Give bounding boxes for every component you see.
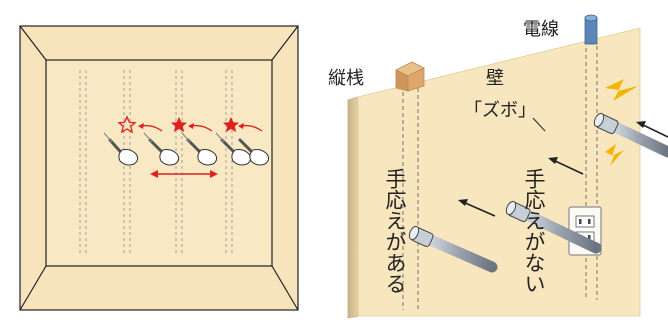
probe-hand-4: [215, 132, 252, 166]
corner-line-tr: [271, 25, 299, 61]
right-wall-diagram: 縦桟 電線 壁 「ズボ」 手応えがある 手応えがない: [328, 14, 668, 319]
corner-line-br: [271, 265, 299, 311]
stud-block: [395, 61, 425, 92]
response-no-label: 手応えがない: [522, 168, 546, 294]
sound-pointer: [532, 117, 546, 132]
probe-hand-5: [238, 138, 270, 166]
spark-icon: [605, 79, 638, 166]
probe-tool-1: [408, 225, 498, 273]
wire-label: 電線: [523, 19, 559, 40]
probe-hand-2: [143, 132, 180, 166]
star-filled-icon: [171, 117, 187, 132]
wall-edge: [347, 96, 359, 319]
wall-label: 壁: [486, 68, 504, 89]
wire-pipe: [584, 14, 598, 45]
left-room-diagram: [19, 25, 299, 311]
sound-label: 「ズボ」: [464, 100, 536, 121]
probe-hand-3: [181, 132, 218, 166]
star-outline-icon: [117, 115, 137, 134]
corner-line-tl: [19, 25, 47, 61]
corner-line-bl: [19, 265, 47, 311]
hidden-lines: [402, 46, 598, 310]
probe-tool-2: [505, 200, 602, 254]
probe-hand-1: [103, 132, 139, 166]
stud-lines: [79, 70, 233, 256]
probe-tool-3: [593, 112, 668, 158]
star-filled-icon: [223, 117, 239, 132]
move-arrowheads: [138, 123, 244, 129]
back-wall: [45, 59, 273, 267]
scan-range-arrow: [150, 170, 218, 178]
response-yes-label: 手応えがある: [383, 168, 407, 294]
push-arrows: [458, 121, 668, 217]
stud-label: 縦桟: [328, 68, 364, 89]
